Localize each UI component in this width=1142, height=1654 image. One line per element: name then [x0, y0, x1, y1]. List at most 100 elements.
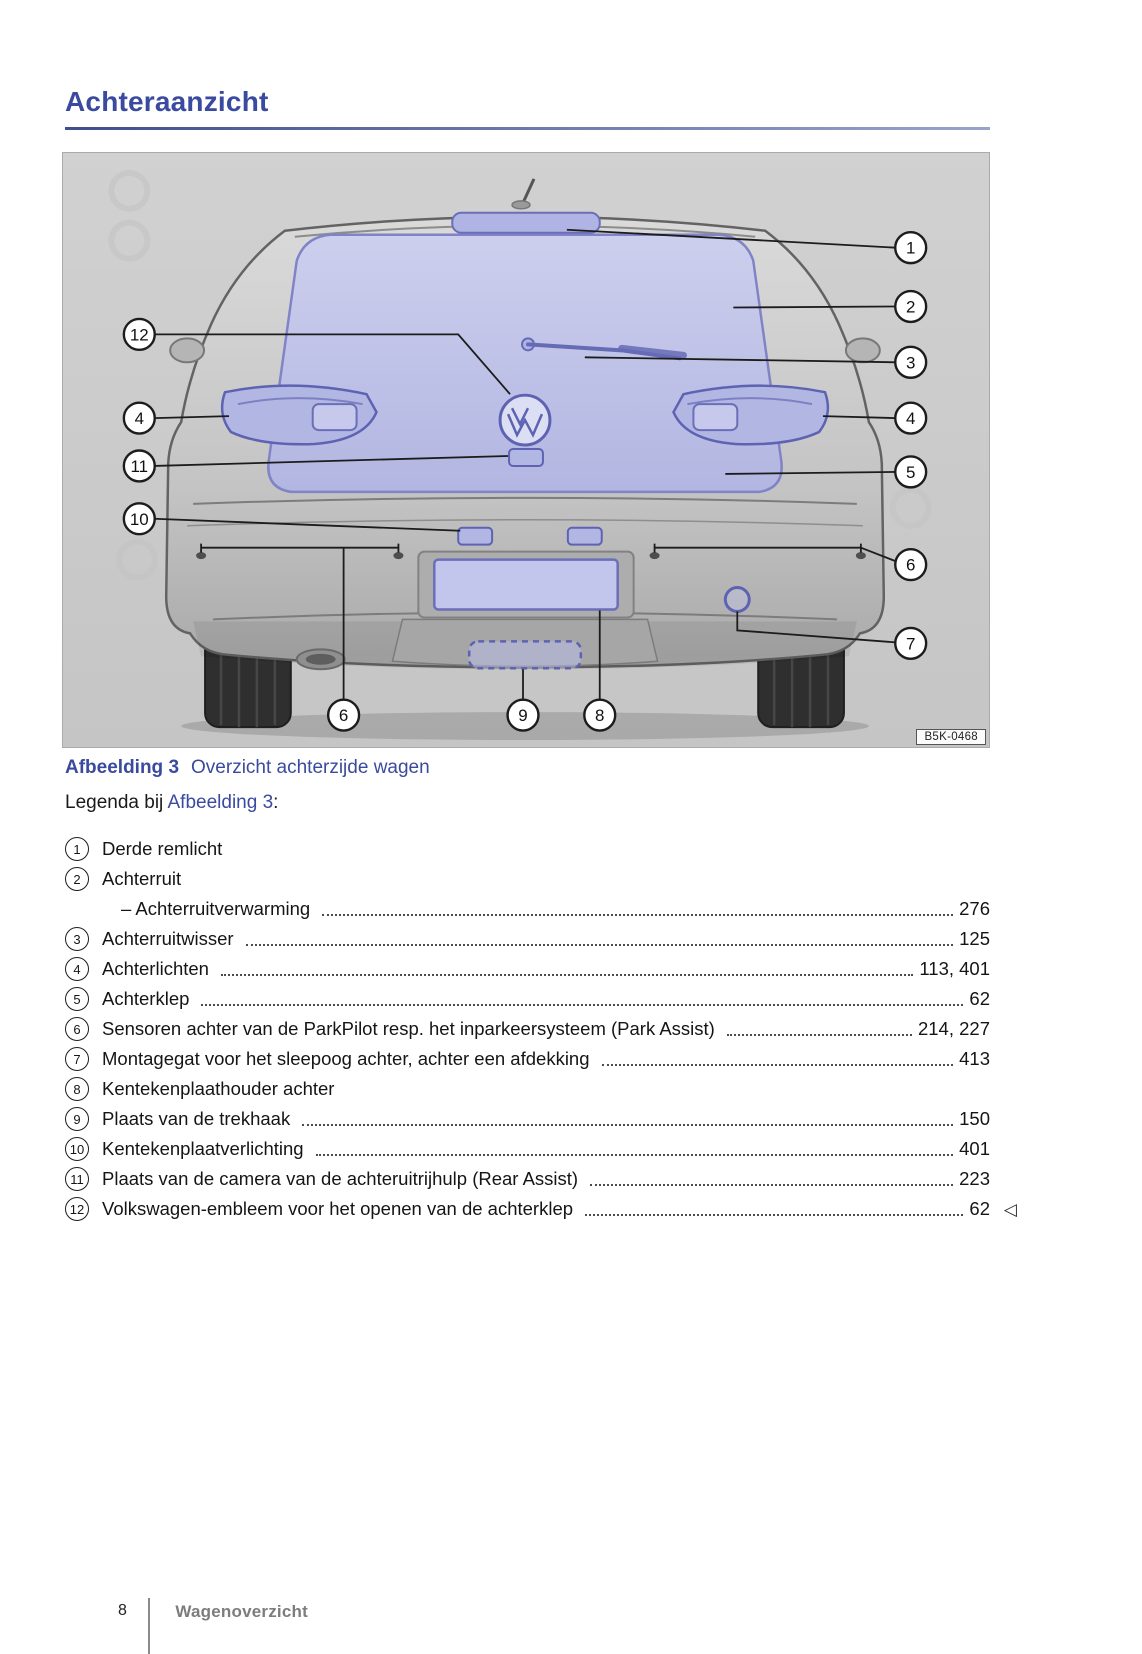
legend-item-label: Derde remlicht — [102, 838, 223, 859]
legend-item-label: Kentekenplaatverlichting — [102, 1138, 304, 1159]
dotted-leader — [590, 1184, 954, 1186]
legend-item-label: Montagegat voor het sleepoog achter, ach… — [102, 1048, 590, 1069]
rear-view-diagram: 1 2 3 4 5 — [108, 169, 932, 741]
legend-item: 5 Achterklep 62 — [65, 987, 990, 1011]
figure-crossref-link[interactable]: Afbeelding 3 — [167, 792, 274, 813]
legend-item: 9 Plaats van de trekhaak 150 — [65, 1107, 990, 1131]
callout-4-left: 4 — [122, 401, 156, 435]
callout-number: 10 — [130, 510, 149, 529]
watermark-rings — [108, 169, 932, 581]
legend-item: 8 Kentekenplaathouder achter — [65, 1077, 990, 1101]
rear-wiper — [521, 337, 687, 361]
legend-item-label: – Achterruitverwarming — [121, 898, 311, 919]
legend-item-number: 11 — [65, 1167, 89, 1191]
legend-item-page: 214, 227 — [917, 1018, 990, 1039]
footer-divider — [147, 1598, 151, 1654]
legend-item-number: 3 — [65, 927, 89, 951]
legend-item-label: Achterruitwisser — [102, 928, 234, 949]
legend-item: 1 Derde remlicht — [65, 837, 990, 861]
legend-subitem: – Achterruitverwarming 276 — [65, 897, 990, 921]
legend-item-number: 2 — [65, 867, 89, 891]
figure-caption-label: Afbeelding 3 — [65, 757, 180, 778]
legend-item-label: Plaats van de trekhaak — [102, 1108, 291, 1129]
legend-item-page: 401 — [959, 1138, 990, 1159]
mirror-left — [169, 337, 206, 364]
legend-item: 6 Sensoren achter van de ParkPilot resp.… — [65, 1017, 990, 1041]
dotted-leader — [245, 944, 954, 946]
footer-page-number: 8 — [118, 1602, 127, 1619]
callout-number: 4 — [906, 409, 915, 428]
legend-item-label: Sensoren achter van de ParkPilot resp. h… — [102, 1018, 715, 1039]
legend-intro: Legenda bij Afbeelding 3: — [65, 792, 278, 814]
callout-6-bottom: 6 — [326, 698, 361, 732]
page-title: Achteraanzicht — [65, 86, 269, 117]
legend-item: 4 Achterlichten 113, 401 — [65, 957, 990, 981]
callout-10: 10 — [122, 502, 156, 536]
callout-3: 3 — [894, 345, 928, 379]
vw-emblem — [498, 393, 552, 447]
left-taillight — [220, 384, 378, 446]
legend-item-label: Kentekenplaathouder achter — [102, 1078, 335, 1099]
callout-number: 2 — [906, 297, 915, 316]
legend-intro-colon: : — [273, 792, 279, 813]
title-underline — [65, 127, 990, 130]
dotted-leader — [315, 1154, 954, 1156]
legend-item-page: 125 — [959, 928, 990, 949]
callout-8: 8 — [583, 698, 617, 732]
park-sensors — [196, 552, 866, 560]
figure-panel: 1 2 3 4 5 — [62, 152, 990, 748]
rear-camera — [508, 448, 544, 467]
callout-number: 9 — [518, 706, 527, 725]
callout-7: 7 — [894, 626, 928, 660]
callout-number: 1 — [906, 239, 915, 258]
legend-item-label: Plaats van de camera van de achteruitrij… — [102, 1168, 579, 1189]
license-plate — [417, 550, 635, 619]
legend-item-number: 5 — [65, 987, 89, 1011]
legend-item-page: 276 — [959, 898, 990, 919]
legend-item-number: 6 — [65, 1017, 89, 1041]
legend-item-page: 150 — [959, 1108, 990, 1129]
mirror-right — [844, 337, 881, 364]
exhaust-pipe — [295, 648, 346, 671]
callout-number: 6 — [906, 556, 915, 575]
callout-number: 8 — [595, 706, 604, 725]
callout-5: 5 — [894, 455, 928, 489]
dotted-leader — [201, 1004, 964, 1006]
callout-9: 9 — [506, 698, 540, 732]
third-brake-light — [451, 211, 601, 234]
legend-item: 11 Plaats van de camera van de achteruit… — [65, 1167, 990, 1191]
footer-section: Wagenoverzicht — [175, 1602, 308, 1621]
legend-intro-prefix: Legenda bij — [65, 792, 164, 813]
callout-number: 6 — [339, 706, 348, 725]
legend-item-label: Achterlichten — [102, 958, 209, 979]
right-taillight — [672, 384, 830, 446]
dotted-leader — [585, 1214, 964, 1216]
legend-item-number: 4 — [65, 957, 89, 981]
legend-item-number: 9 — [65, 1107, 89, 1131]
legend-item-page: 113, 401 — [919, 958, 990, 979]
legend-item-page: 62 — [969, 988, 990, 1009]
legend-item-number: 8 — [65, 1077, 89, 1101]
page-footer: 8 Wagenoverzicht — [118, 1598, 308, 1654]
callout-2: 2 — [894, 289, 928, 324]
callout-number: 3 — [906, 353, 915, 372]
dotted-leader — [601, 1064, 954, 1066]
legend-item: 7 Montagegat voor het sleepoog achter, a… — [65, 1047, 990, 1071]
legend-item-page: 223 — [959, 1168, 990, 1189]
legend-item-page: 62 — [969, 1198, 990, 1219]
callout-11: 11 — [122, 449, 156, 483]
callout-6-right: 6 — [894, 547, 928, 582]
legend-item-label: Achterruit — [102, 868, 182, 889]
callout-4-right: 4 — [894, 401, 928, 435]
legend-item-label: Achterklep — [102, 988, 190, 1009]
callout-number: 7 — [906, 634, 915, 653]
legend-item-number: 1 — [65, 837, 89, 861]
legend-item: 3 Achterruitwisser 125 — [65, 927, 990, 951]
image-code: B5K-0468 — [916, 729, 986, 745]
plate-lights — [457, 526, 603, 546]
towbar-area — [467, 640, 583, 670]
dotted-leader — [302, 1124, 954, 1126]
callout-number: 4 — [135, 409, 144, 428]
legend-item-label: Volkswagen-embleem voor het openen van d… — [102, 1198, 574, 1219]
